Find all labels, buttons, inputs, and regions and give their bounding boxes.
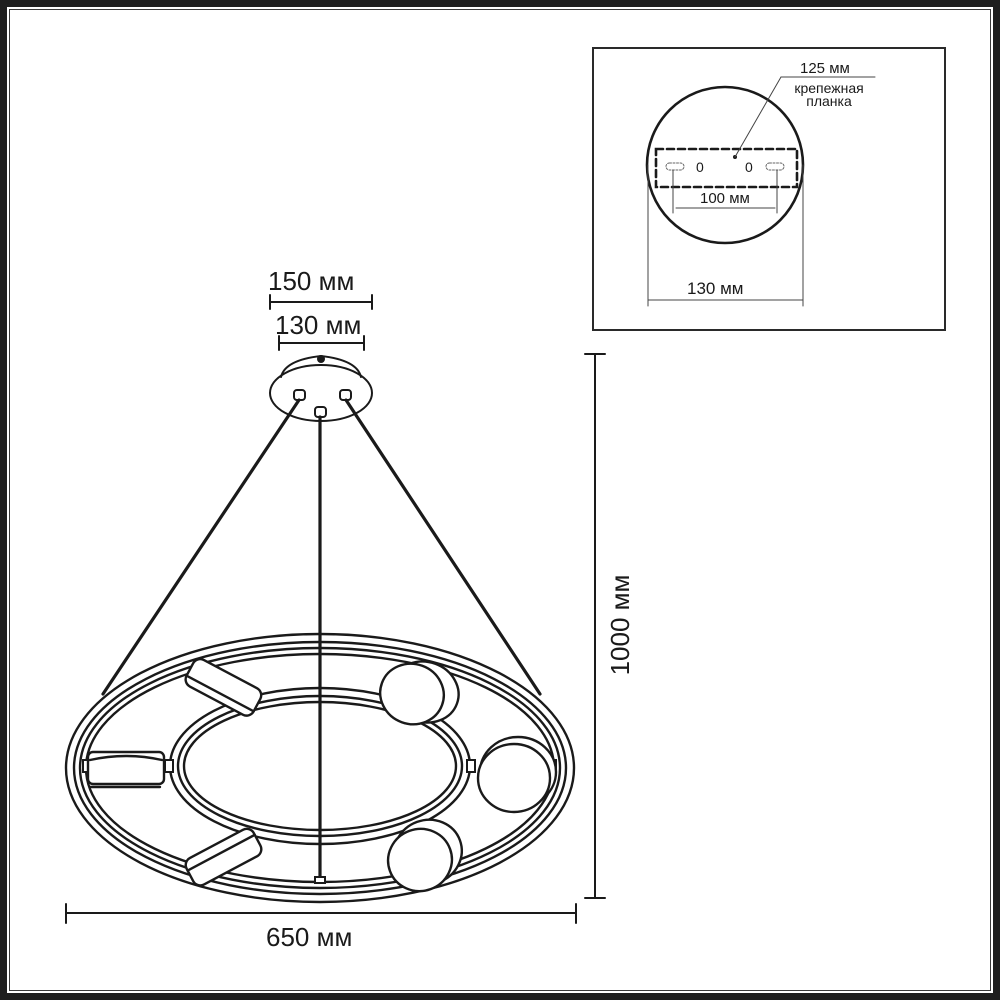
plate-length-label: 125 мм — [800, 60, 850, 77]
suspension-cables — [101, 398, 542, 882]
height-dimension-label: 1000 мм — [605, 574, 635, 676]
canopy-dimension-lines — [269, 294, 373, 351]
width-dimension-line — [65, 903, 577, 924]
canopy — [269, 354, 373, 422]
mounting-plate-label: крепежная планка — [784, 80, 874, 109]
canopy-outer-dimension-label: 150 мм — [268, 266, 355, 296]
spot-head-right — [476, 735, 558, 814]
width-dimension-label: 650 мм — [266, 922, 353, 952]
spot-head-upper-left — [184, 657, 263, 717]
mounting-plate-label-line2: планка — [806, 93, 852, 109]
hole-mark-left: 0 — [696, 159, 704, 175]
spot-head-lower-left — [184, 827, 263, 887]
mounting-plate — [654, 147, 799, 189]
inset-leader-lines — [647, 76, 876, 307]
hole-spacing-label: 100 мм — [700, 190, 750, 207]
spot-head-left — [86, 750, 166, 789]
hole-mark-right: 0 — [745, 159, 753, 175]
mounting-slots — [665, 162, 785, 171]
mounting-plate-label-line1: крепежная — [794, 80, 864, 96]
inset-canopy-diameter-label: 130 мм — [687, 279, 744, 298]
spot-heads — [86, 657, 558, 893]
inset-canopy-circle — [645, 85, 805, 245]
mounting-inset-box — [592, 47, 946, 331]
inner-frame — [9, 9, 991, 991]
height-dimension-line — [584, 353, 606, 899]
spot-head-lower-right — [386, 818, 463, 893]
canopy-inner-dimension-label: 130 мм — [275, 310, 362, 340]
spot-head-upper-right — [379, 660, 460, 726]
